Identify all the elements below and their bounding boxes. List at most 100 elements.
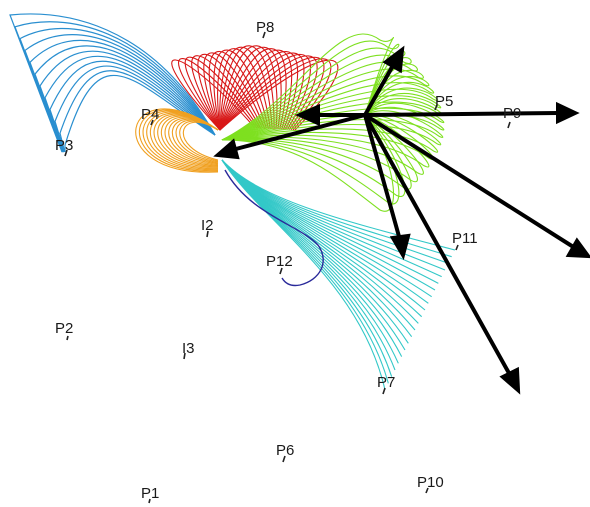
arrow-head-p4 [213,138,240,160]
node-tick [434,104,438,111]
node-tick [64,149,68,157]
node-tick [455,244,459,251]
arrow-to-down-right [363,113,577,250]
node-tick [148,498,151,504]
flow-line-red [219,51,299,131]
node-label-p9: P9 [503,105,521,122]
flow-line-red [219,56,325,131]
node-label-p6: P6 [276,442,294,459]
flow-line-green [221,114,439,153]
flow-line-green [221,75,430,141]
flow-line-green [221,102,445,141]
flow-line-green [221,33,395,141]
flow-line-orange [175,119,219,163]
arrow-to-down [363,113,402,242]
flow-line-red [219,59,339,131]
arrow-head-right [556,101,580,125]
node-label-p11: P11 [452,230,478,247]
flow-line-green [221,112,442,146]
node-labels: P1 P2 P3 P4 P5 P6 P7 P8 P9 P10 P11 P12 I… [55,19,521,502]
arrow-to-p4 [230,113,367,152]
flow-line-blue [19,27,216,153]
flow-line-blue [44,55,216,153]
flow-line-cyan [221,159,446,271]
arrow-head-down-right [565,237,590,259]
node-label-p2: P2 [55,320,73,337]
flow-line-navy [224,169,324,287]
arrow-head-p7 [499,366,521,395]
arrow-head-down [389,233,411,261]
flow-line-blue [29,39,216,153]
flow-line-green [221,114,406,198]
node-label-p8: P8 [256,19,274,36]
flow-line-cyan [221,159,386,391]
arrow-to-p8 [363,60,397,117]
flow-line-orange [142,110,219,171]
node-label-p1: P1 [141,485,159,502]
node-tick [262,31,266,39]
node-tick [382,387,386,395]
flow-line-blue [24,34,216,153]
flow-line-green [221,114,418,183]
flow-line-green [221,114,395,212]
node-label-i2: I2 [201,217,214,234]
flow-line-orange [149,112,219,169]
flow-line-green [221,93,442,141]
node-tick [279,267,283,275]
flow-fans [9,13,456,391]
flow-line-green [221,87,439,141]
flow-line-red [219,48,287,131]
arrow-to-right [363,111,560,117]
flow-line-green [221,97,444,141]
flow-line-red [219,58,332,131]
flow-line-orange [138,109,219,172]
flow-line-orange [135,108,219,173]
flow-line-red [203,52,266,131]
flow-line-green [221,81,435,141]
flow-line-red [219,53,312,131]
flow-line-blue [9,13,216,153]
node-label-p7: P7 [377,374,395,391]
node-tick [507,121,511,129]
flow-line-blue [14,21,216,153]
node-tick [425,487,429,494]
flow-line-red [219,49,293,131]
flow-line-red [219,45,278,131]
node-label-p12: P12 [266,253,293,270]
flow-line-blue [49,60,216,153]
node-label-p4: P4 [141,106,159,123]
arrow-to-p7 [363,113,512,377]
arrow-head-left [295,103,320,127]
flow-line-red [219,52,305,131]
flow-line-green [221,114,412,190]
node-label-i3: I3 [182,340,195,357]
node-tick [206,230,209,238]
node-markers [64,31,511,504]
flow-line-red [171,59,256,131]
flow-line-orange [179,120,219,162]
node-tick [66,335,69,341]
node-label-p5: P5 [435,93,453,110]
flow-line-green [221,40,400,141]
flow-line-red [219,45,275,131]
flow-line-cyan [221,159,389,384]
flow-line-blue [39,50,216,153]
arrow-head-p8 [382,45,405,74]
flow-line-green [221,106,445,141]
flow-line-red [208,51,267,131]
node-tick [150,119,154,126]
node-tick [282,455,286,463]
flow-line-blue [34,45,216,153]
flow-line-blue [54,65,216,153]
flow-line-green [221,68,424,141]
flow-line-cyan [221,159,442,278]
flow-line-red [184,56,260,131]
flow-line-orange [146,111,219,170]
node-label-p3: P3 [55,137,73,154]
flow-line-red [178,58,258,131]
arrows [213,45,590,395]
node-label-p10: P10 [417,474,444,491]
flow-line-red [219,46,282,131]
flow-line-orange [172,118,219,164]
